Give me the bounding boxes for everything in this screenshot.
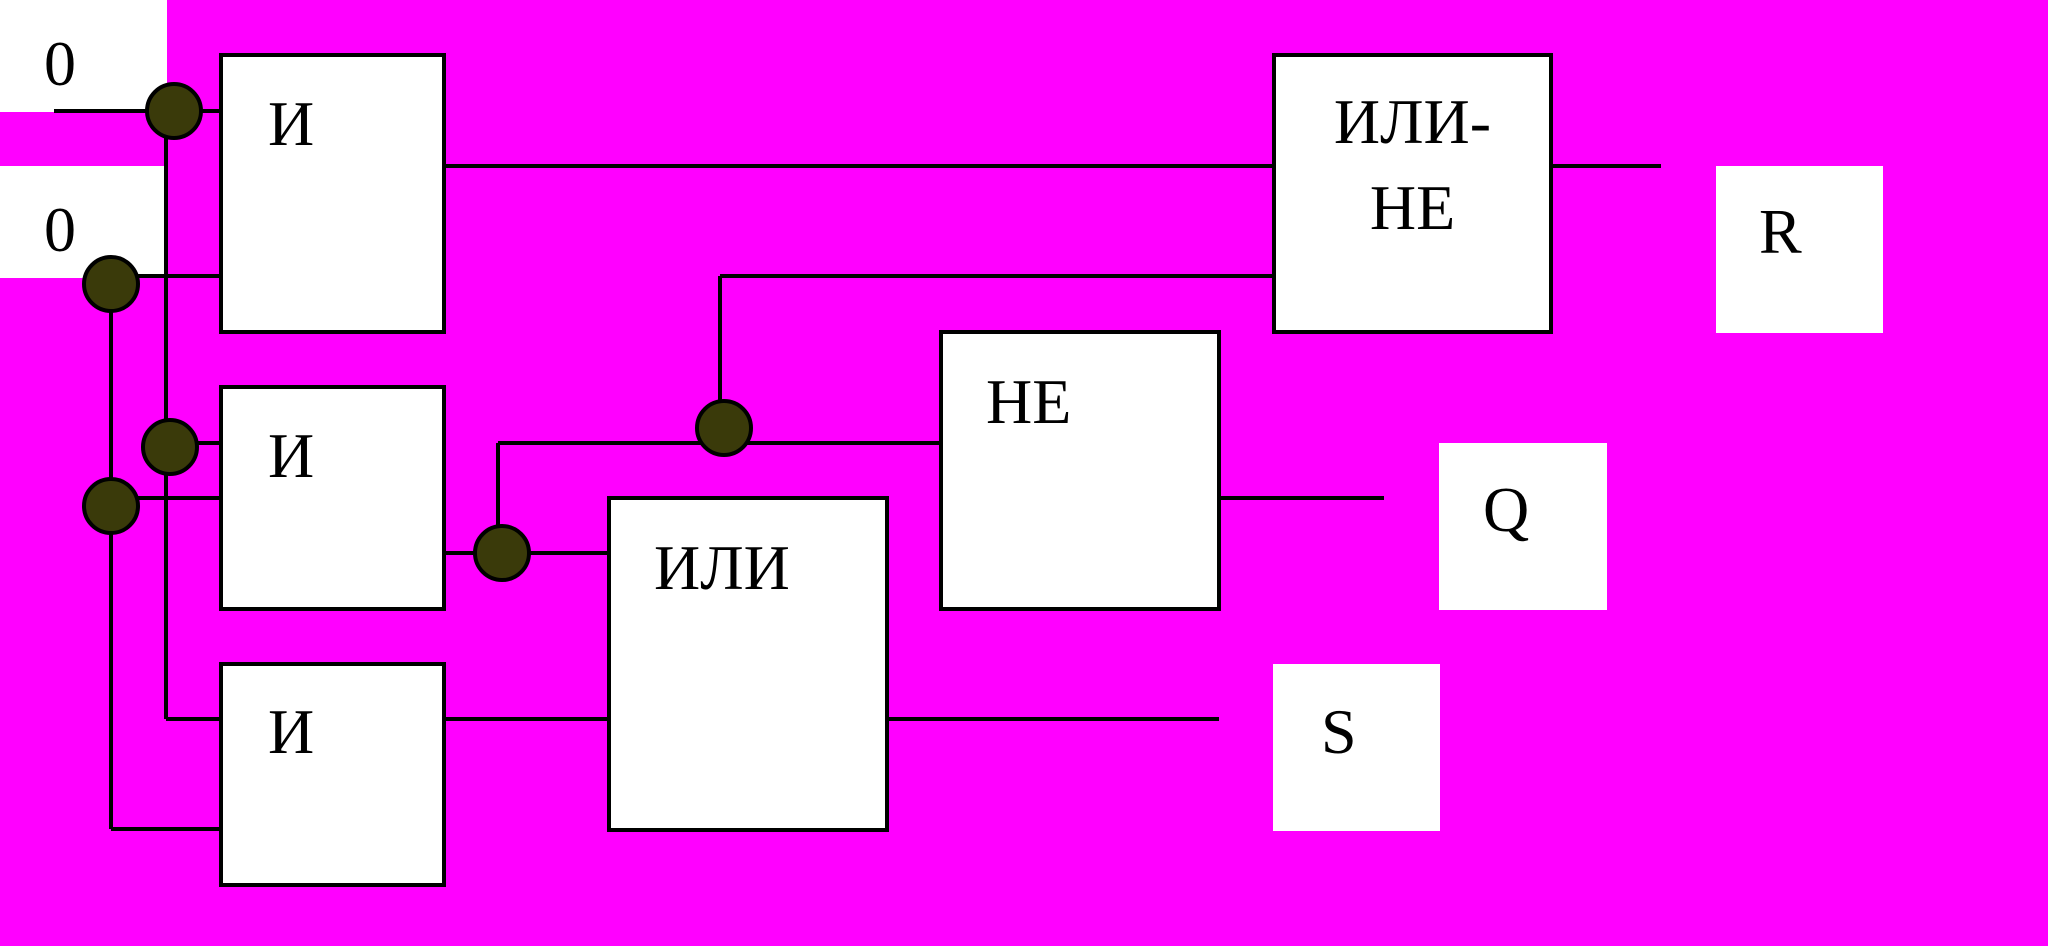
- and-gate-3-label: И: [268, 696, 315, 767]
- nor-gate-label-line1: ИЛИ-: [1333, 86, 1492, 157]
- junction-dot: [82, 477, 140, 535]
- and-gate-3: [219, 662, 446, 887]
- output-box-r: [1716, 166, 1883, 333]
- junctions: [82, 82, 753, 582]
- junction-dot: [695, 399, 753, 457]
- not-gate-label: НЕ: [986, 366, 1072, 437]
- input-box-1: [0, 0, 167, 112]
- output-box-s: [1273, 664, 1440, 831]
- junction-dot: [473, 524, 531, 582]
- and-gate-2: [219, 385, 446, 611]
- and-gate-2-label: И: [268, 420, 315, 491]
- input-value-1: 0: [44, 28, 76, 99]
- output-label-q: Q: [1483, 474, 1530, 545]
- output-label-s: S: [1321, 696, 1357, 767]
- or-gate-label: ИЛИ: [654, 532, 790, 603]
- gate-blocks: [219, 53, 1553, 887]
- output-box-q: [1439, 443, 1607, 610]
- input-value-2: 0: [44, 194, 76, 265]
- output-label-r: R: [1759, 196, 1802, 267]
- and-gate-1-label: И: [268, 88, 315, 159]
- junction-dot: [141, 418, 199, 476]
- or-gate: [607, 496, 889, 832]
- nor-gate-label-line2: НЕ: [1369, 172, 1456, 243]
- nor-gate: [1272, 53, 1553, 334]
- junction-dot: [82, 255, 140, 313]
- not-gate: [939, 330, 1221, 611]
- junction-dot: [145, 82, 203, 140]
- and-gate-1: [219, 53, 446, 334]
- input-box-2: [0, 166, 167, 278]
